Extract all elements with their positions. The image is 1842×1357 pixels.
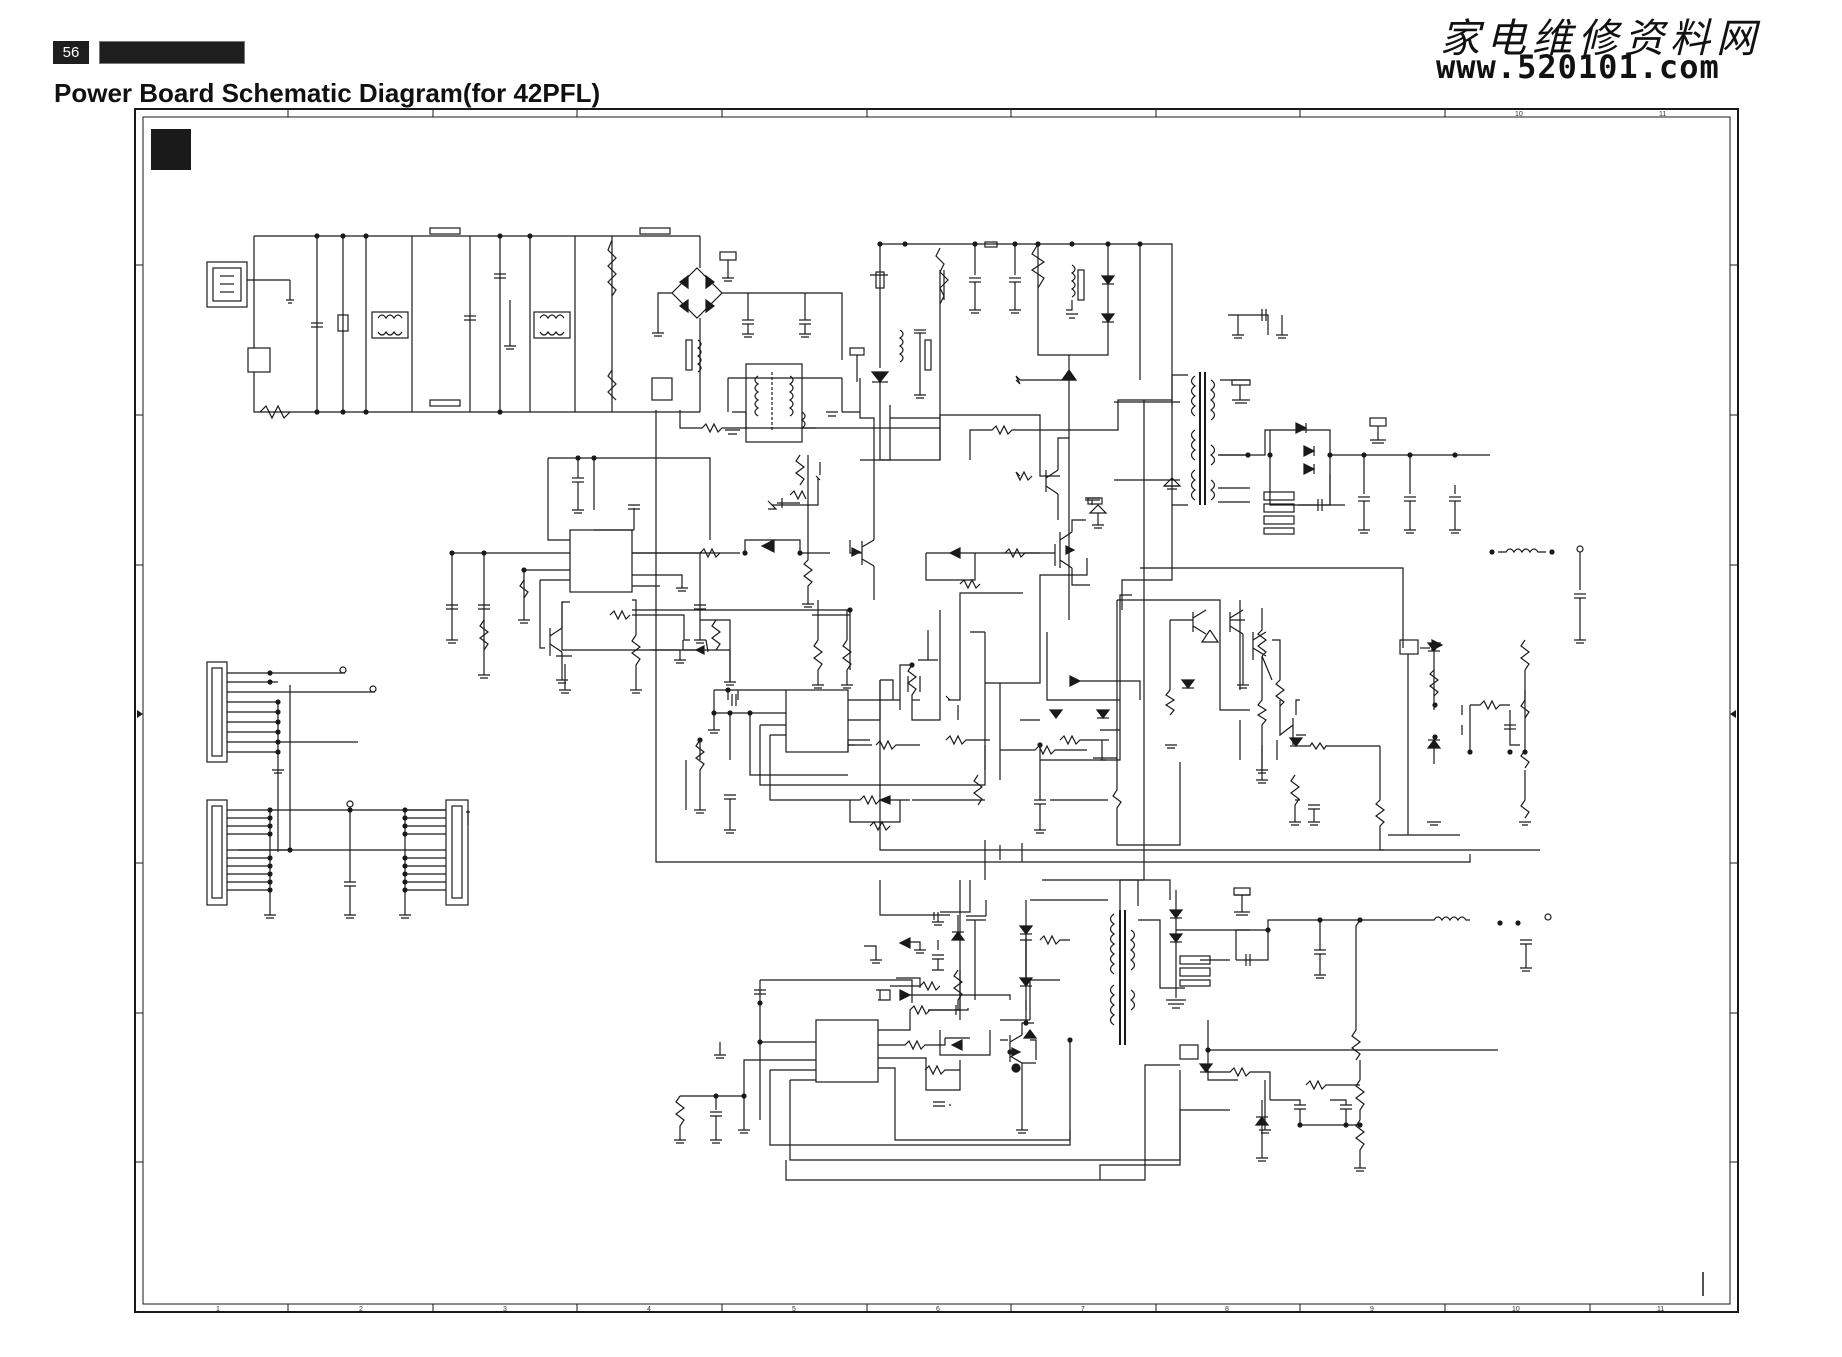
standby-switch-section: [556, 462, 821, 694]
pfc-transformer-section: [725, 241, 1173, 620]
grid-label-bottom-9: 9: [1370, 1306, 1374, 1313]
connector-cn2: [206, 799, 470, 919]
grid-label-top-10: 10: [1515, 111, 1523, 118]
optocoupler-2: [1179, 1044, 1199, 1060]
grid-label-bottom-11: 11: [1657, 1306, 1664, 1313]
ac-input-filter-section: [206, 227, 700, 420]
pwm-controller-ic-3: [815, 1019, 879, 1083]
outer-frame: [134, 108, 1739, 1313]
grid-label-bottom-7: 7: [1081, 1306, 1085, 1313]
pwm-controller-ic-2: [785, 689, 849, 753]
pwm-controller-ic-1: [569, 529, 633, 593]
fuse: [247, 347, 271, 373]
interconnect-wiring: [655, 375, 1471, 1020]
feedback-opto-section: [1093, 567, 1460, 851]
grid-label-bottom-4: 4: [647, 1306, 651, 1313]
standby-transformer: [745, 363, 803, 443]
output-choke-1: [1263, 491, 1295, 501]
connector-cn1-body: [206, 661, 228, 763]
header-black-bar: [99, 41, 245, 64]
grid-ticks-bottom: [287, 1304, 1591, 1312]
common-mode-choke-2: [533, 311, 571, 339]
connector-cn1: [206, 661, 377, 852]
corner-black-block: [151, 129, 191, 170]
connector-cn2-body: [206, 799, 228, 906]
pwm-controller-1-section: [446, 378, 875, 694]
grid-ticks-top: [287, 109, 1446, 117]
inner-frame: [142, 116, 1731, 1305]
grid-label-bottom-8: 8: [1225, 1306, 1229, 1313]
grid-label-bottom-10: 10: [1512, 1306, 1520, 1313]
pwm-controller-3-section: [674, 840, 1181, 1181]
lower-transformer-section: [1025, 879, 1552, 1180]
optocoupler-1: [1399, 639, 1419, 655]
inductor-top-2: [639, 227, 671, 235]
grid-label-bottom-2: 2: [359, 1306, 363, 1313]
common-mode-choke-1: [371, 311, 409, 339]
page-number: 56: [53, 41, 89, 64]
main-transformer-section: [1114, 244, 1490, 535]
pwm-controller-2-section: [685, 558, 1540, 851]
grid-ticks-side: [135, 264, 1738, 1163]
left-edge-marker: [137, 710, 143, 718]
grid-label-bottom-6: 6: [936, 1306, 940, 1313]
right-edge-marker: [1730, 710, 1736, 718]
bridge-rectifier: [671, 267, 723, 319]
watermark-url: www.520101.com: [1436, 48, 1720, 86]
inductor-bottom-1: [429, 399, 461, 407]
grid-label-bottom-3: 3: [503, 1306, 507, 1313]
watermark-chinese-text: 家电维修资料网: [1440, 16, 1762, 62]
connector-cn3-body: [445, 799, 469, 906]
grid-label-bottom-5: 5: [792, 1306, 796, 1313]
page-title: Power Board Schematic Diagram(for 42PFL): [54, 78, 601, 108]
grid-label-top-11: 11: [1659, 111, 1666, 118]
inductor-top-1: [429, 227, 461, 235]
pfc-switch-section: [925, 414, 1108, 590]
grid-label-bottom-1: 1: [216, 1306, 220, 1313]
ac-inlet-connector: [206, 261, 248, 308]
bridge-rectifier-section: [651, 236, 843, 412]
output-lc-filter-section: [1426, 545, 1586, 826]
thermistor-block: [651, 377, 673, 401]
